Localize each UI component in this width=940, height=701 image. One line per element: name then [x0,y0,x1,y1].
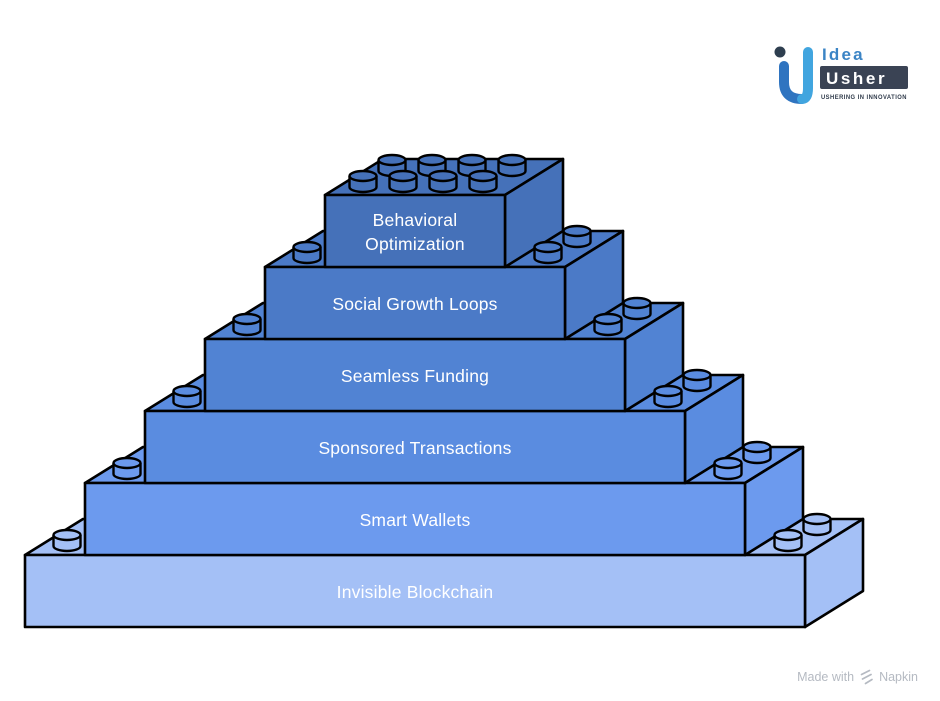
brick-stud-top [232,312,262,326]
brick-stud-top [802,512,832,526]
brick-label-line: Optimization [365,234,465,254]
brick-stud-top [533,240,563,254]
brick-bodies [23,157,865,629]
watermark-brand: Napkin [879,670,918,684]
brick-label: Seamless Funding [341,366,489,386]
napkin-watermark: Made with Napkin [797,669,918,685]
brick-stud-top [622,296,652,310]
napkin-logo-icon [860,669,873,685]
brick-label: Invisible Blockchain [337,582,494,602]
brick-stud-top [292,240,322,254]
brick-stud-top [497,153,527,167]
brick-stud-top [417,153,447,167]
brick-labels: Behavioral Optimization Social Growth Lo… [318,210,511,602]
brick-stud-top [428,169,458,183]
brick-stud-top [593,312,623,326]
brick-stud-top [172,384,202,398]
logo-brand-idea: Idea [822,45,865,64]
watermark-prefix: Made with [797,670,855,684]
logo-usher-box [820,66,908,89]
brick-stud-top [377,153,407,167]
brick-stud-top [682,368,712,382]
logo-tagline: USHERING IN INNOVATION [821,94,907,101]
brick-stud-top [52,528,82,542]
logo-brand-usher: Usher [826,69,887,88]
brick-label: Social Growth Loops [332,294,497,314]
brick-label: Smart Wallets [360,510,471,530]
brick-stud-top [468,169,498,183]
brick-stud-top [348,169,378,183]
logo-dot-icon [774,46,786,58]
idea-usher-logo: Idea Usher USHERING IN INNOVATION [774,45,908,104]
brick-label: Sponsored Transactions [318,438,511,458]
brick-stud-top [773,528,803,542]
brick-label-line: Behavioral [373,210,458,230]
logo-u-left-stroke-icon [779,61,807,104]
brick-studs [52,153,832,553]
brick-stud-top [112,456,142,470]
brick-front-face [323,193,507,269]
brick-stud-top [562,224,592,238]
brick-stud-top [388,169,418,183]
logo-u-right-stroke-icon [797,47,813,104]
brick-stud-top [713,456,743,470]
brick-stud-top [653,384,683,398]
brick-stud-top [457,153,487,167]
brick-stud-top [742,440,772,454]
